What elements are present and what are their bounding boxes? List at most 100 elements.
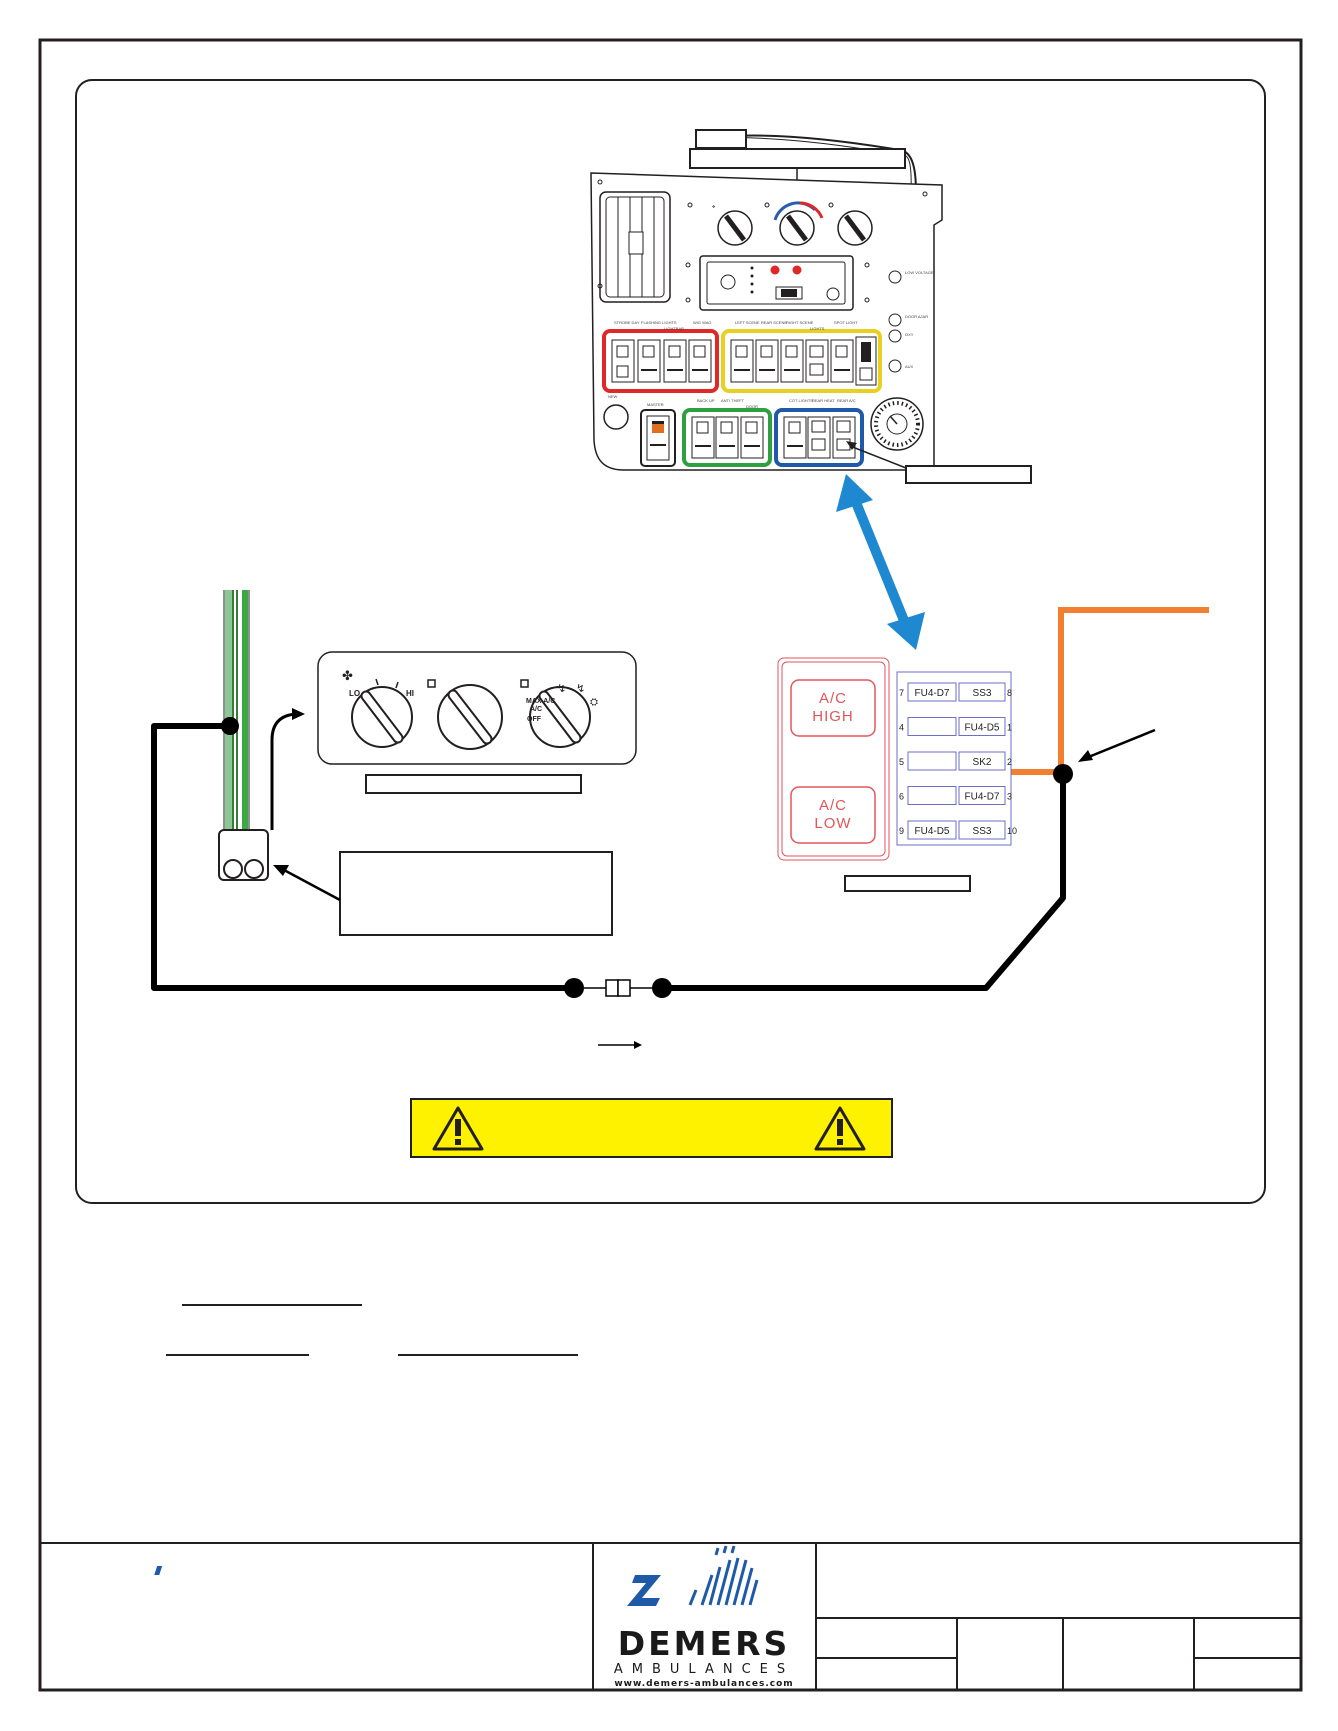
key-switch — [603, 404, 629, 430]
logo-name: DEMERS — [618, 1624, 791, 1663]
climate-caption-box — [365, 774, 582, 794]
demers-logo: DEMERS AMBULANCES www.demers-ambulances.… — [154, 1545, 794, 1689]
master-label: MASTER — [647, 402, 664, 407]
relay-pin-number: 2 — [1007, 757, 1012, 767]
climate-label-hi: HI — [406, 689, 414, 698]
relay-pin-number: 5 — [899, 757, 904, 767]
indicator-lamps: LOW VOLTAGE DOOR AJAR OXY AUX — [888, 270, 934, 373]
relay-caption-box — [844, 875, 971, 892]
relay-pin-number: 7 — [899, 688, 904, 698]
switch-label-rear-ac: REAR A/C — [837, 398, 856, 403]
climate-label-lo: LO — [349, 689, 360, 698]
outer-frame — [38, 38, 1303, 1692]
console-mode-knob — [837, 210, 873, 246]
connector-pin-right — [652, 978, 672, 998]
svg-text:⛭: ⛭ — [590, 697, 598, 708]
relay-slot — [907, 786, 957, 805]
ac-switch-panel: A/C HIGH A/C LOW — [777, 657, 890, 861]
switch-label-left-scene: LEFT SCENE — [735, 320, 760, 325]
switch-label-rear-heat: REAR HEAT — [812, 398, 835, 403]
relay-pin-number: 6 — [899, 792, 904, 802]
relay-pin-number: 1 — [1007, 723, 1012, 733]
svg-text:✤: ✤ — [712, 204, 716, 209]
climate-label-max-ac: MAX A/C — [526, 698, 555, 705]
warning-icon — [814, 1106, 866, 1151]
switch-label-lights: LIGHTS — [810, 326, 825, 331]
relay-slot — [958, 820, 1006, 840]
relay-slot — [907, 751, 957, 771]
switch-label-wigwag: WIG WAG — [693, 320, 712, 325]
ac-low-line2: LOW — [814, 815, 851, 832]
relay-slot-label: FU4-D5 — [914, 826, 949, 837]
relay-slot-label: FU4-D5 — [964, 723, 999, 734]
switch-label-flashing: FLASHING LIGHTS — [641, 320, 677, 325]
switch-label-lightbar: LIGHTBAR — [664, 326, 684, 331]
switch-label-spot: SPOT LIGHT — [834, 320, 858, 325]
svg-text:↯: ↯ — [557, 682, 566, 695]
blue-link-arrow — [836, 474, 925, 650]
lamp-clip — [695, 129, 747, 149]
switch-label-door: DOOR — [746, 404, 758, 409]
console-fan-knob: ✤ — [712, 204, 753, 246]
switch-group-green: BACK UP ANTI THEFT DOOR — [682, 398, 772, 467]
air-vent — [599, 191, 671, 303]
console-body — [590, 172, 943, 471]
green-wires — [223, 590, 250, 830]
warning-banner — [410, 1098, 893, 1158]
console-temp-knob — [773, 201, 824, 246]
switch-label-right-scene: RIGHT SCENE — [786, 320, 814, 325]
ac-low-button[interactable]: A/C LOW — [790, 786, 876, 844]
logo-url: www.demers-ambulances.com — [614, 1679, 793, 1689]
indicator-low-voltage: LOW VOLTAGE — [905, 270, 934, 275]
logo-sub: AMBULANCES — [614, 1662, 794, 1677]
ac-low-line1: A/C — [819, 797, 847, 814]
climate-control-panel: ✤ LO HI MAX A/C A/C OFF ↯ ↯ ⛭ — [317, 651, 637, 765]
relay-pin-number: 4 — [899, 723, 904, 733]
harness-connector — [218, 829, 269, 881]
pressure-gauge — [870, 397, 924, 451]
switch-label-strobe: STROBE DAY — [614, 320, 640, 325]
connector-pin-left — [564, 978, 584, 998]
relay-slot — [958, 682, 1006, 702]
switch-group-red: STROBE DAY FLASHING LIGHTS LIGHTBAR WIG … — [602, 320, 719, 393]
relay-pin-number: 8 — [1007, 688, 1012, 698]
splice-point-right — [1053, 764, 1073, 784]
svg-text:↯: ↯ — [576, 682, 585, 695]
svg-text:✤: ✤ — [342, 669, 353, 684]
relay-slot-label: SS3 — [973, 688, 992, 699]
svg-text:NEW: NEW — [608, 394, 618, 399]
connector-note-box — [339, 851, 613, 936]
ac-high-line2: HIGH — [812, 708, 854, 725]
logo-mark — [154, 1545, 759, 1606]
switch-label-cot: COT LIGHTS — [789, 398, 813, 403]
switch-group-yellow: LEFT SCENE REAR SCENE RIGHT SCENE LIGHTS… — [721, 320, 882, 393]
relay-slot — [907, 820, 957, 840]
title-block — [40, 1542, 1301, 1690]
dash-console: ✤ — [590, 129, 1032, 484]
relay-slot — [958, 786, 1006, 805]
relay-slot — [958, 717, 1006, 736]
ac-high-button[interactable]: A/C HIGH — [790, 679, 876, 737]
relay-slot — [958, 751, 1006, 771]
relay-slot-label: SS3 — [973, 826, 992, 837]
relay-slot-label: SK2 — [973, 757, 992, 768]
ac-high-line1: A/C — [819, 690, 847, 707]
switch-label-rear-scene: REAR SCENE — [761, 320, 787, 325]
black-wire — [151, 723, 1066, 991]
splice-callout-arrow — [1078, 728, 1156, 762]
relay-pin-number: 3 — [1007, 792, 1012, 802]
flow-direction-arrow — [598, 1041, 642, 1049]
climate-label-ac: A/C — [530, 706, 542, 713]
relay-slot-label: FU4-D7 — [914, 688, 949, 699]
indicator-oxy: OXY — [905, 332, 914, 337]
inline-connector — [584, 979, 652, 997]
master-switch: MASTER — [640, 402, 676, 467]
connector-to-panel-arrow — [270, 708, 305, 830]
gooseneck-lamp — [699, 134, 918, 221]
relay-slot — [907, 682, 957, 702]
connector-note-arrow — [273, 865, 341, 902]
indicator-door-ajar: DOOR AJAR — [905, 314, 928, 319]
console-callout-box — [689, 148, 906, 169]
